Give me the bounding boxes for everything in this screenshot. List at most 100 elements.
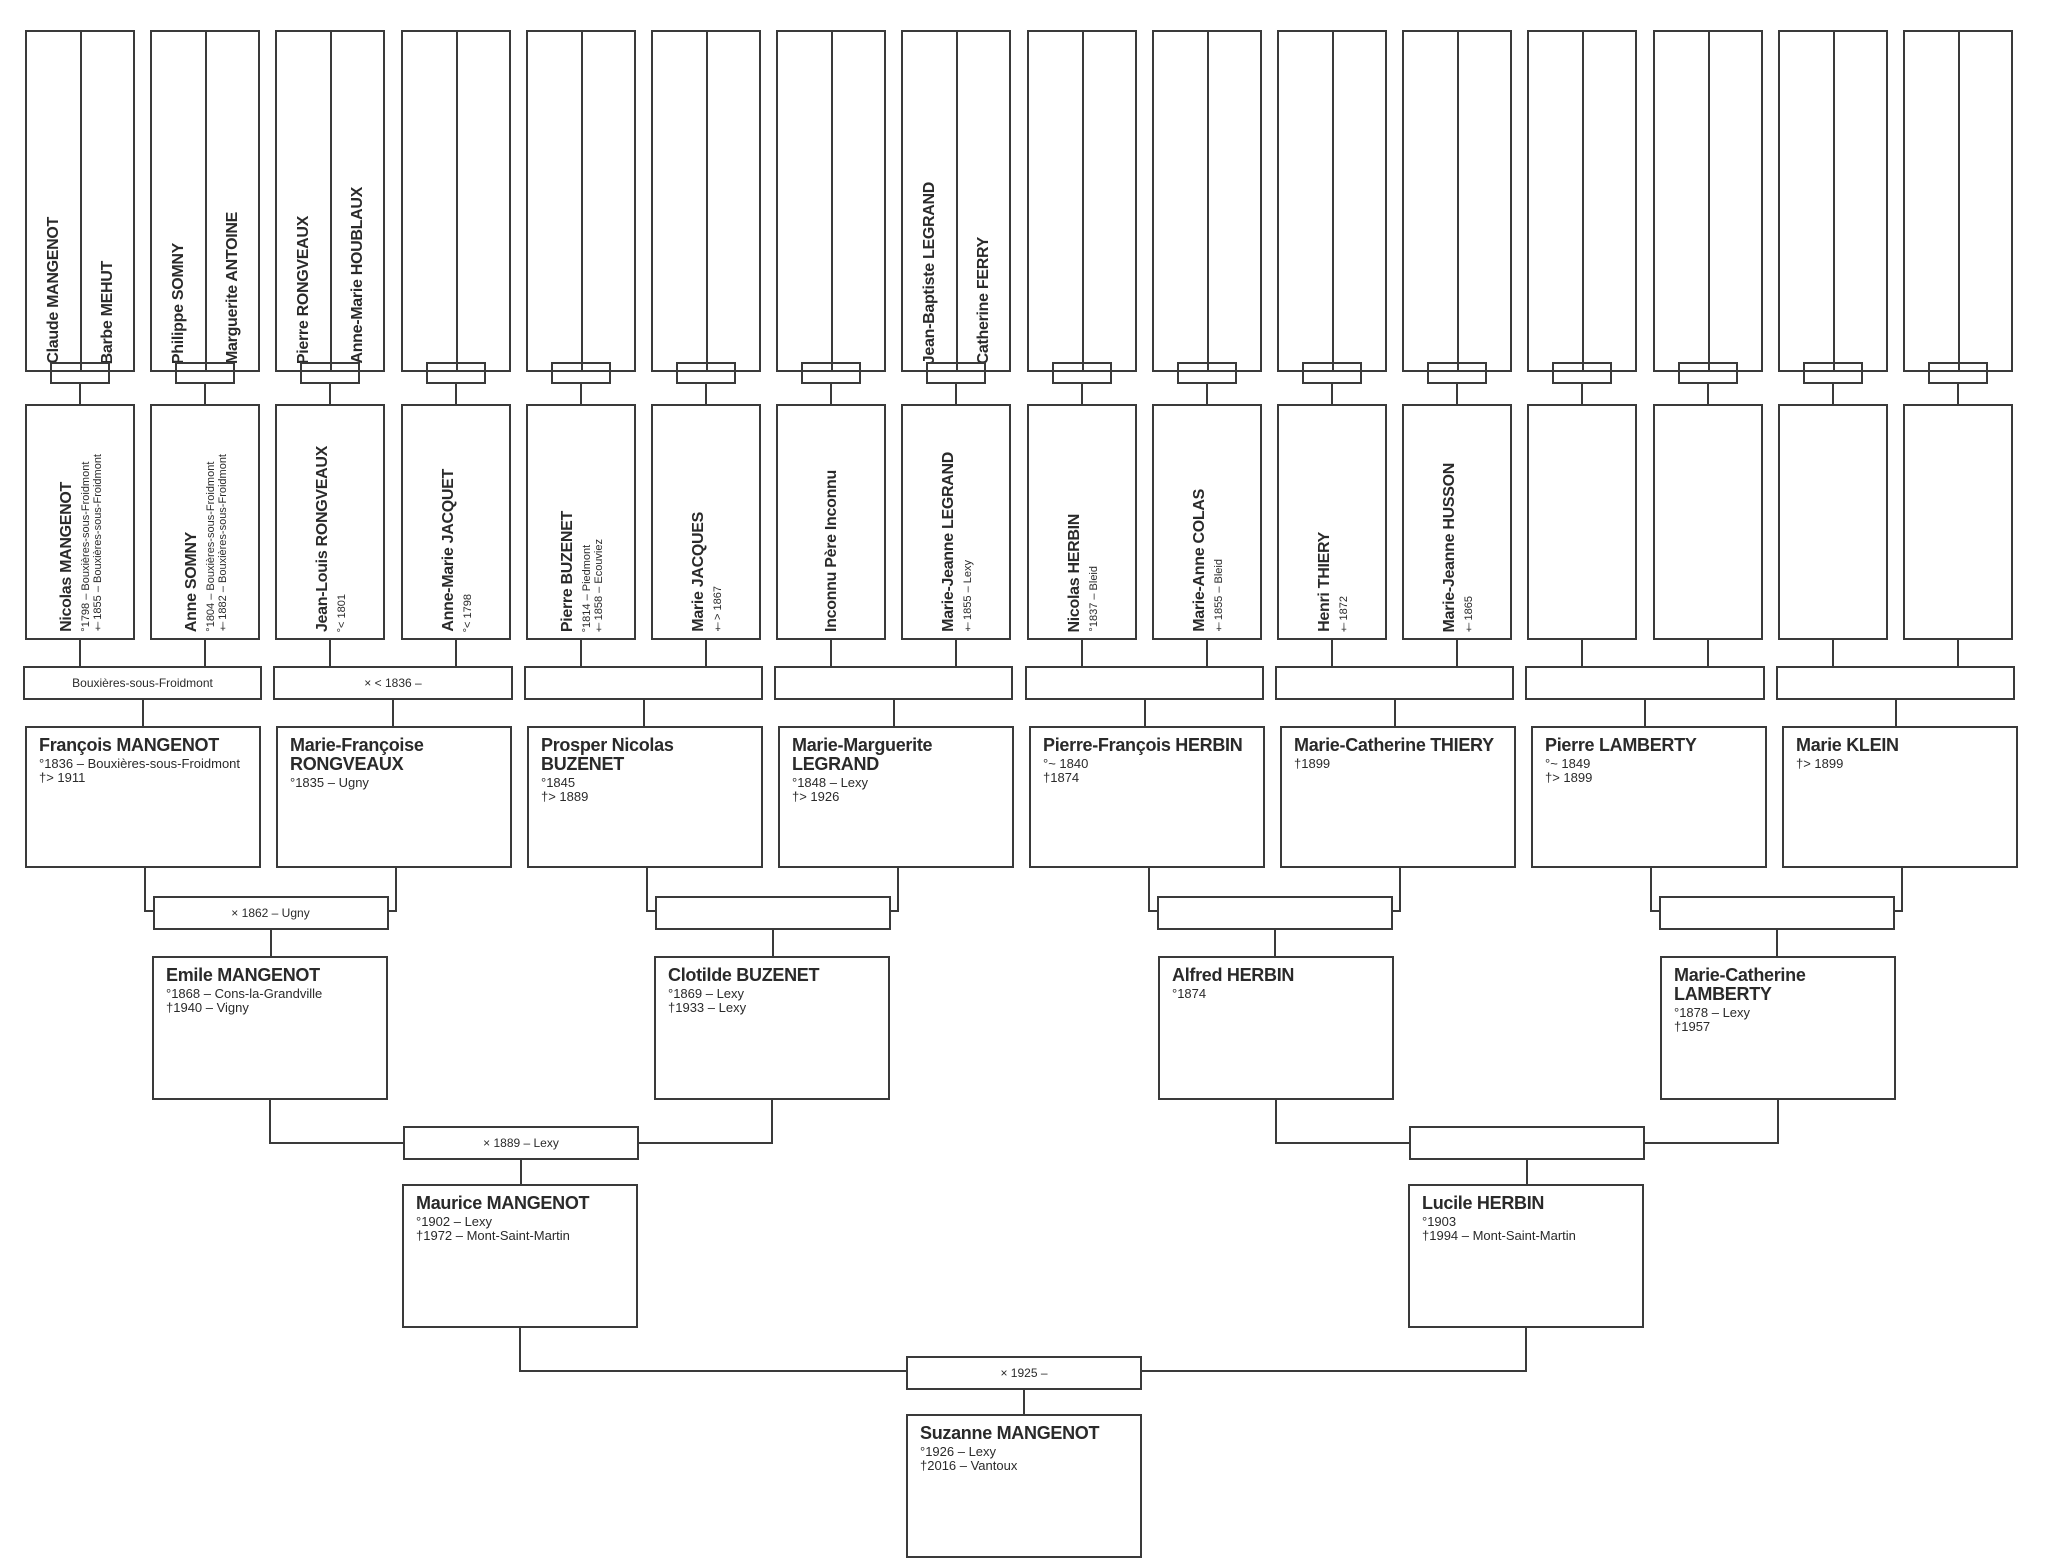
- gen4-person-box[interactable]: Jean-Louis RONGVEAUX°< 1801: [275, 404, 385, 640]
- gen4-details: °1798 – Bouxières-sous-Froidmont†1855 – …: [80, 454, 104, 632]
- gen5-couple-box[interactable]: [1903, 30, 2013, 372]
- gen4-person-box[interactable]: Henri THIERY†1872: [1277, 404, 1387, 640]
- gen5-father-name: Jean-Baptiste LEGRAND: [920, 181, 938, 364]
- life-event: †> 1899: [1545, 770, 1593, 785]
- gen4-person-box[interactable]: [1778, 404, 1888, 640]
- descent-line: [520, 1160, 522, 1184]
- gen4-name: Marie-Jeanne LEGRAND: [939, 452, 957, 632]
- couple-connector: [859, 362, 861, 384]
- gen5-couple-box[interactable]: [1277, 30, 1387, 372]
- descent-line: [642, 700, 645, 726]
- gen4-person-box[interactable]: Nicolas HERBIN°1837 – Bleid: [1027, 404, 1137, 640]
- gen4-name: Marie-Jeanne HUSSON: [1440, 462, 1458, 632]
- gen3-person-box[interactable]: Marie KLEIN†> 1899: [1782, 726, 2018, 868]
- gen4-person-box[interactable]: Pierre BUZENET °1814 – Piedmont†1858 – Ec…: [526, 404, 636, 640]
- gen5-couple-box[interactable]: [526, 30, 636, 372]
- descent-line: [1894, 700, 1897, 726]
- couple-connector: [1552, 362, 1554, 384]
- gen4-person-box[interactable]: Marie-Jeanne HUSSON†1865: [1402, 404, 1512, 640]
- couple-connector: [1110, 362, 1112, 384]
- gen3-person-box[interactable]: Prosper Nicolas BUZENET°1845†> 1889: [527, 726, 763, 868]
- gen3-person-box[interactable]: François MANGENOT°1836 – Bouxières-sous-…: [25, 726, 261, 868]
- gen4-person-box[interactable]: Marie-Anne COLAS†1855 – Bleid: [1152, 404, 1262, 640]
- couple-connector: [50, 362, 110, 364]
- gen4-name: Pierre BUZENET: [558, 510, 576, 632]
- gen4-person-box[interactable]: Nicolas MANGENOT°1798 – Bouxières-sous-F…: [25, 404, 135, 640]
- gen4-person-box[interactable]: Inconnu Père Inconnu: [776, 404, 886, 640]
- gen4-text-group: [1780, 406, 1886, 632]
- person-details: °1926 – Lexy†2016 – Vantoux: [920, 1445, 1128, 1473]
- life-event: °1868 – Cons-la-Grandville: [166, 986, 323, 1001]
- gen5-couple-box[interactable]: [776, 30, 886, 372]
- couple-connector: [1986, 362, 1988, 384]
- descent-line: [1456, 384, 1458, 404]
- descent-line: [1143, 700, 1146, 726]
- gen2-person-box[interactable]: Clotilde BUZENET°1869 – Lexy†1933 – Lexy: [654, 956, 890, 1100]
- couple-connector: [771, 1100, 773, 1142]
- gen5-couple-box[interactable]: [401, 30, 511, 372]
- root-person-box[interactable]: Suzanne MANGENOT°1926 – Lexy†2016 – Vant…: [906, 1414, 1142, 1558]
- gen4-person-box[interactable]: Anne-Marie JACQUET°< 1798: [401, 404, 511, 640]
- parent-person-box[interactable]: Lucile HERBIN°1903†1994 – Mont-Saint-Mar…: [1408, 1184, 1644, 1328]
- gen3-person-box[interactable]: Marie-Françoise RONGVEAUX°1835 – Ugny: [276, 726, 512, 868]
- couple-connector: [926, 382, 986, 384]
- parent-person-box[interactable]: Maurice MANGENOT°1902 – Lexy†1972 – Mont…: [402, 1184, 638, 1328]
- couple-connector: [1678, 382, 1738, 384]
- gen3-person-box[interactable]: Marie-Marguerite LEGRAND°1848 – Lexy†> 1…: [778, 726, 1014, 868]
- gen5-couple-box[interactable]: [651, 30, 761, 372]
- gen5-father-cell: Claude MANGENOT: [27, 32, 80, 370]
- gen5-couple-box[interactable]: Jean-Baptiste LEGRAND Catherine FERRY: [901, 30, 1011, 372]
- gen2-person-box[interactable]: Alfred HERBIN°1874: [1158, 956, 1394, 1100]
- marriage-box: [524, 666, 763, 700]
- descent-line: [771, 930, 774, 956]
- gen5-father-name: Pierre RONGVEAUX: [294, 215, 312, 364]
- life-event: †1957: [1674, 1019, 1711, 1034]
- gen5-couple-box[interactable]: [1402, 30, 1512, 372]
- gen4-person-box[interactable]: Marie-Jeanne LEGRAND†1855 – Lexy: [901, 404, 1011, 640]
- person-details: †1899: [1294, 757, 1502, 771]
- life-event: °1869 – Lexy: [668, 986, 745, 1001]
- descent-line: [1644, 700, 1646, 726]
- couple-connector: [1928, 362, 1930, 384]
- descent-line: [79, 640, 81, 666]
- gen5-couple-box[interactable]: [1152, 30, 1262, 372]
- gen5-mother-cell: [1708, 32, 1761, 370]
- gen5-couple-box[interactable]: [1653, 30, 1763, 372]
- life-event: °1798 – Bouxières-sous-Froidmont: [79, 461, 92, 632]
- gen3-person-box[interactable]: Pierre-François HERBIN°~ 1840†1874: [1029, 726, 1265, 868]
- gen2-person-box[interactable]: Marie-Catherine LAMBERTY°1878 – Lexy†195…: [1660, 956, 1896, 1100]
- descent-line: [1273, 930, 1276, 956]
- person-name: Prosper Nicolas BUZENET: [541, 735, 674, 774]
- gen4-text-group: Pierre BUZENET °1814 – Piedmont†1858 – Ec…: [528, 406, 634, 632]
- gen2-person-box[interactable]: Emile MANGENOT°1868 – Cons-la-Grandville…: [152, 956, 388, 1100]
- gen4-details: °1814 – Piedmont†1858 – Ecouviez: [581, 539, 605, 632]
- gen5-couple-box[interactable]: [1527, 30, 1637, 372]
- life-event: †2016 – Vantoux: [920, 1458, 1018, 1473]
- couple-connector: [984, 362, 986, 384]
- couple-connector: [426, 382, 486, 384]
- person-name: Alfred HERBIN: [1172, 965, 1295, 985]
- couple-connector: [551, 382, 611, 384]
- gen5-mother-name: Catherine FERRY: [974, 236, 992, 364]
- gen4-person-box[interactable]: Marie JACQUES†> 1867: [651, 404, 761, 640]
- gen3-person-box[interactable]: Marie-Catherine THIERY†1899: [1280, 726, 1516, 868]
- gen5-couple-box[interactable]: [1778, 30, 1888, 372]
- gen4-person-box[interactable]: [1527, 404, 1637, 640]
- gen5-couple-box[interactable]: [1027, 30, 1137, 372]
- couple-connector: [1861, 362, 1863, 384]
- gen5-mother-cell: [1582, 32, 1635, 370]
- gen4-person-box[interactable]: [1903, 404, 2013, 640]
- gen4-details: °< 1798: [462, 594, 474, 632]
- descent-line: [329, 640, 331, 666]
- person-details: °1878 – Lexy†1957: [1674, 1006, 1882, 1034]
- gen4-person-box[interactable]: [1653, 404, 1763, 640]
- descent-line: [1393, 700, 1396, 726]
- descent-line: [830, 384, 832, 404]
- gen4-person-box[interactable]: Anne SOMNY°1804 – Bouxières-sous-Froidmo…: [150, 404, 260, 640]
- descent-line: [1957, 384, 1959, 404]
- gen3-person-box[interactable]: Pierre LAMBERTY°~ 1849†> 1899: [1531, 726, 1767, 868]
- couple-connector: [233, 362, 235, 384]
